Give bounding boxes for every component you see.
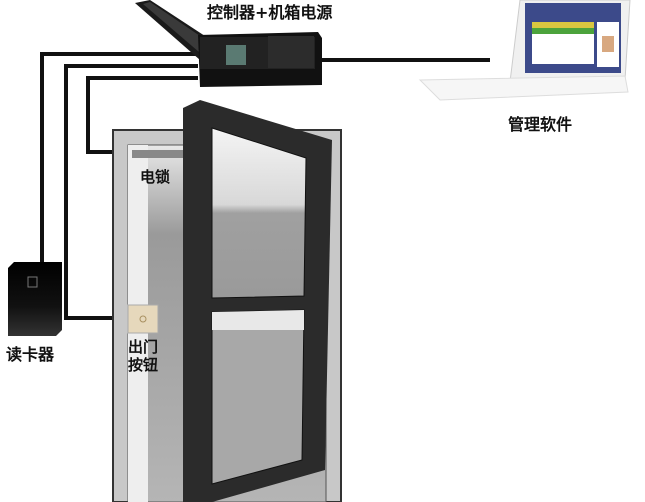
- card-reader: [8, 262, 62, 336]
- software-label: 管理软件: [508, 115, 573, 134]
- lock-label: 电锁: [140, 168, 171, 186]
- electric-lock: [132, 150, 190, 158]
- controller-box: [135, 0, 322, 87]
- wires: [40, 52, 490, 320]
- laptop: [418, 0, 631, 101]
- exit-button-label-line1: 出门: [128, 338, 159, 356]
- wire-exit-button: [64, 64, 198, 320]
- exit-button: [127, 304, 159, 334]
- controller-label: 控制器+机箱电源: [207, 3, 333, 22]
- door-leaf: [183, 100, 332, 502]
- exit-button-label-line2: 按钮: [128, 356, 159, 374]
- reader-label: 读卡器: [6, 345, 55, 364]
- wire-reader: [40, 52, 198, 262]
